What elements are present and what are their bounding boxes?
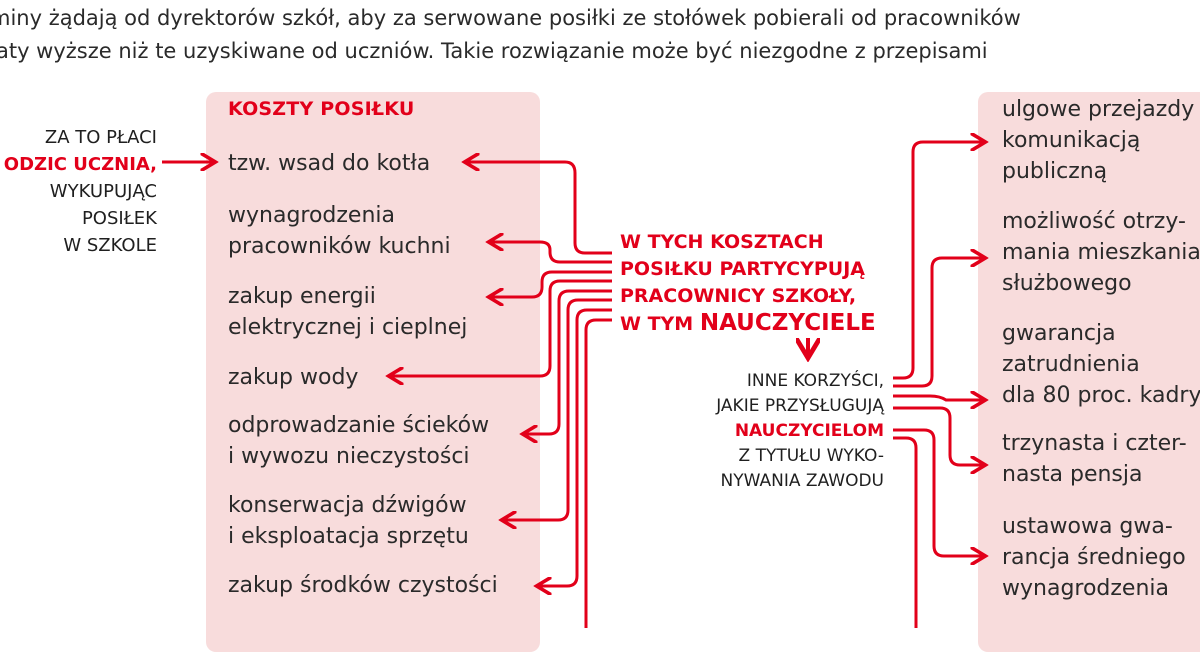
note-line: NYWANIA ZAWODU [720, 471, 884, 491]
benefit-item-pensja: trzynasta i czter- nasta pensja [1002, 428, 1187, 490]
benefit-item-wynagrodzenie: ustawowa gwa- rancja średniego wynagrodz… [1002, 511, 1186, 604]
benefit-arrow-mieszkanie [893, 258, 984, 388]
benefit-text: komunikacją [1002, 128, 1141, 153]
center-line: W TYCH KOSZTACH [620, 231, 824, 253]
cost-arrow-scieki [524, 289, 612, 434]
intro-line-1: miny żądają od dyrektorów szkół, aby za … [0, 6, 1021, 30]
note-line-emph: ODZIC UCZNIA, [3, 154, 157, 175]
benefit-text: gwarancja [1002, 321, 1116, 346]
benefit-text: ulgowe przejazdy [1002, 97, 1195, 122]
benefit-arrow-wynagrodzenie [893, 428, 984, 556]
benefit-item-przejazdy: ulgowe przejazdy komunikacją publiczną [1002, 94, 1194, 187]
cost-arrow-extra [584, 318, 612, 628]
cost-arrow-wsad [466, 162, 612, 255]
cost-item-text: elektrycznej i cieplnej [228, 315, 468, 340]
cost-arrow-srodki [538, 308, 612, 586]
cost-item-energia: zakup energii elektrycznej i cieplnej [228, 281, 467, 343]
cost-item-konserwacja: konserwacja dźwigów i eksploatacja sprzę… [228, 490, 469, 552]
intro-line-2: łaty wyższe niż te uzyskiwane od uczniów… [0, 39, 988, 63]
cost-item-text: zakup wody [228, 365, 359, 390]
cost-item-srodki: zakup środków czystości [228, 570, 498, 601]
note-line: WYKUPUJĄC [49, 181, 157, 202]
cost-item-text: i wywozu nieczystości [228, 444, 470, 469]
center-line: POSIŁKU PARTYCYPUJĄ [620, 258, 865, 280]
benefit-text: zatrudnienia [1002, 352, 1140, 377]
center-prefix: W TYM [620, 313, 700, 335]
benefit-text: służbowego [1002, 271, 1132, 296]
connector-arrows [162, 0, 1200, 628]
center-emph: NAUCZYCIELE [699, 310, 876, 336]
note-line-emph: NAUCZYCIELOM [734, 421, 884, 441]
note-line: POSIŁEK [81, 208, 157, 229]
cost-item-text: odprowadzanie ścieków [228, 413, 490, 438]
benefit-text: ustawowa gwa- [1002, 514, 1173, 539]
cost-item-text: i eksploatacja sprzętu [228, 524, 469, 549]
benefit-arrow-pensja [893, 406, 984, 465]
cost-item-text: konserwacja dźwigów [228, 493, 467, 518]
note-line: ZA TO PŁACI [44, 127, 157, 148]
cost-arrow-woda [390, 279, 612, 376]
note-line: INNE KORZYŚCI, [746, 371, 884, 391]
benefit-arrow-przejazdy [893, 142, 984, 380]
costs-title: KOSZTY POSIŁKU [228, 98, 415, 120]
center-line: W TYM NAUCZYCIELE [620, 310, 876, 338]
benefit-item-mieszkanie: możliwość otrzy- mania mieszkania służbo… [1002, 206, 1200, 299]
cost-item-wsad: tzw. wsad do kotła [228, 148, 430, 179]
cost-item-text: tzw. wsad do kotła [228, 151, 431, 176]
benefit-arrow-zatrudnienie [893, 396, 984, 400]
cost-item-text: zakup energii [228, 284, 376, 309]
center-heading: W TYCH KOSZTACH POSIŁKU PARTYCYPUJĄ PRAC… [620, 229, 876, 338]
costs-panel [206, 92, 540, 652]
center-line: PRACOWNICY SZKOŁY, [620, 285, 857, 307]
benefits-note: INNE KORZYŚCI, JAKIE PRZYSŁUGUJĄ NAUCZYC… [716, 369, 884, 494]
parent-payment-note: ZA TO PŁACI ODZIC UCZNIA, WYKUPUJĄC POSI… [4, 124, 157, 259]
intro-text: miny żądają od dyrektorów szkół, aby za … [0, 2, 1200, 68]
note-line: W SZKOLE [63, 235, 157, 256]
cost-item-text: pracowników kuchni [228, 234, 451, 259]
note-line: JAKIE PRZYSŁUGUJĄ [716, 396, 884, 416]
benefit-text: publiczną [1002, 159, 1108, 184]
benefit-text: trzynasta i czter- [1002, 431, 1187, 456]
cost-item-woda: zakup wody [228, 362, 358, 393]
benefit-text: nasta pensja [1002, 462, 1143, 487]
cost-item-text: wynagrodzenia [228, 203, 396, 228]
cost-arrow-energia [490, 270, 612, 297]
benefit-arrow-extra [893, 436, 918, 628]
note-line: Z TYTUŁU WYKO- [738, 446, 884, 466]
cost-arrow-wynagrodzenia [490, 242, 612, 264]
benefit-text: rancja średniego [1002, 545, 1186, 570]
cost-item-text: zakup środków czystości [228, 573, 498, 598]
benefits-panel [978, 92, 1200, 652]
benefit-item-zatrudnienie: gwarancja zatrudnienia dla 80 proc. kadr… [1002, 318, 1200, 411]
cost-arrow-konserwacja [503, 298, 612, 520]
benefit-text: dla 80 proc. kadry [1002, 383, 1200, 408]
benefit-text: możliwość otrzy- [1002, 209, 1186, 234]
benefit-text: wynagrodzenia [1002, 576, 1170, 601]
cost-item-wynagrodzenia: wynagrodzenia pracowników kuchni [228, 200, 451, 262]
benefit-text: mania mieszkania [1002, 240, 1200, 265]
cost-item-scieki: odprowadzanie ścieków i wywozu nieczysto… [228, 410, 489, 472]
